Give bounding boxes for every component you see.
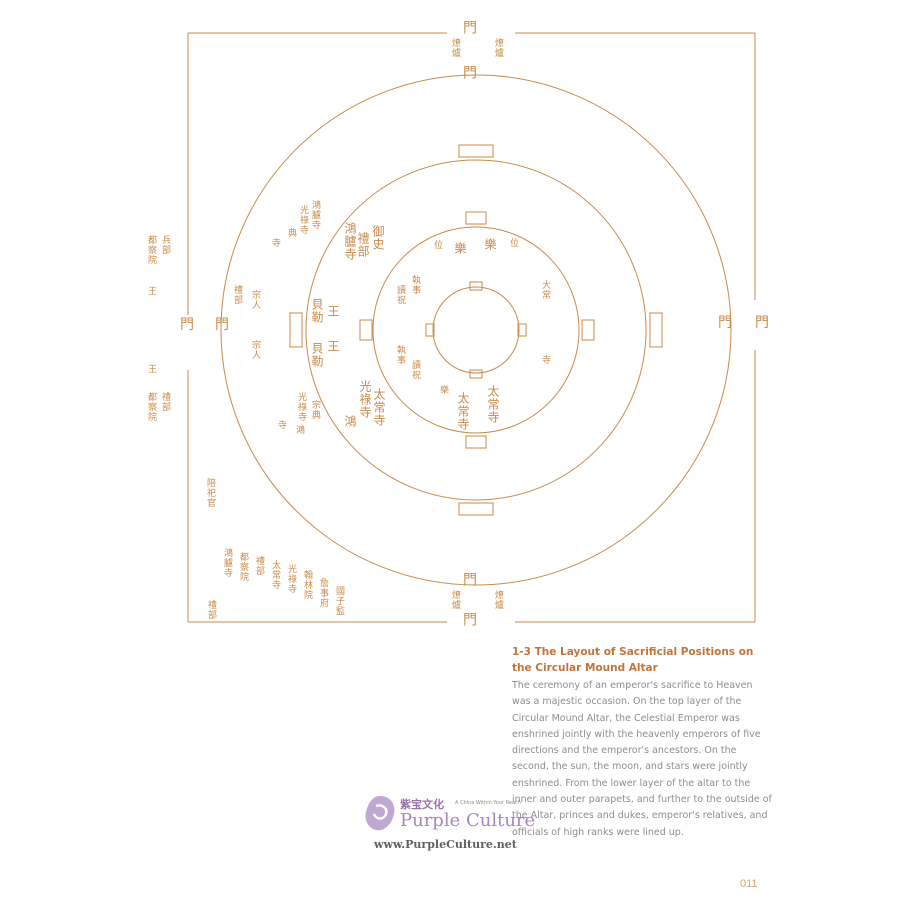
gate-south: 門 [461, 612, 477, 628]
tablet-ring4-w-2: 執事 [410, 275, 420, 295]
stair-south-3 [465, 435, 487, 449]
tablet-ring2-w-3: 宗人 [250, 340, 260, 360]
lower-terrace-ring [372, 226, 580, 434]
figure-caption: 1-3 The Layout of Sacrificial Positions … [512, 644, 772, 841]
tablet-ring3-sw-1: 光祿寺 [358, 380, 372, 419]
tablet-ring4-w-4: 讀祝 [410, 360, 420, 380]
tablet-top-right: 燎爐 [493, 38, 503, 58]
tablet-sw-group-8: 詹事府 [318, 578, 328, 608]
tablet-ring3-sw-3: 鴻 [343, 415, 357, 428]
tablet-sw-group-3: 都察院 [238, 552, 248, 582]
tablet-ring3-nw-3: 御史 [371, 225, 385, 251]
tablet-ring4-n-1: 位 [432, 240, 442, 250]
tablet-ring3-sw-2: 太常寺 [372, 388, 386, 427]
tablet-west-outer-2: 兵部 [160, 235, 170, 255]
tablet-ring2-sw-4: 鴻 [294, 425, 304, 435]
stair-south-2 [458, 502, 494, 516]
stair-west-2 [289, 312, 303, 348]
tablet-ring4-s-1: 太常寺 [456, 392, 470, 431]
gate-east: 門 [755, 315, 771, 331]
stair-west-3 [359, 319, 373, 341]
tablet-ring2-sw-3: 寺 [276, 420, 286, 430]
tablet-sw-group-4: 禮部 [254, 556, 264, 576]
tablet-west-outer-6: 禮部 [160, 392, 170, 412]
tablet-ring3-w-3: 王 [326, 340, 340, 353]
tablet-ring2-nw-4: 寺 [270, 238, 280, 248]
gate-west-inner: 門 [215, 317, 231, 333]
watermark-url: www.PurpleCulture.net [374, 838, 517, 851]
tablet-ring3-nw-2: 禮部 [356, 232, 370, 258]
tablet-ring2-nw-2: 光祿寺 [298, 205, 308, 235]
tablet-sw-group-6: 光祿寺 [286, 564, 296, 594]
tablet-sw-group-5: 太常寺 [270, 560, 280, 590]
tablet-ring2-sw-1: 光祿寺 [296, 392, 306, 422]
tablet-ring4-w-3: 執事 [395, 345, 405, 365]
tablet-ring4-n-3: 樂 [483, 238, 497, 251]
tablet-ring3-w-1: 貝勒 [310, 298, 324, 324]
outer-wall-ring [220, 74, 732, 586]
tablet-ring2-nw-3: 典 [286, 228, 296, 238]
tablet-ring4-e-1: 大常 [540, 280, 550, 300]
watermark-chinese: 紫宝文化 [400, 798, 444, 811]
tablet-sw-group-9: 國子監 [334, 586, 344, 616]
tablet-sw-group-10: 禮部 [206, 600, 216, 620]
purple-culture-watermark: 紫宝文化 A China Within Your Reach Purple Cu… [360, 792, 560, 862]
tablet-ring3-w-4: 貝勒 [310, 342, 324, 368]
tablet-sw-group-7: 翰林院 [302, 570, 312, 600]
tablet-ring2-w-2: 宗人 [250, 290, 260, 310]
gate-south-inner: 門 [461, 572, 477, 588]
stair-south-4 [469, 369, 483, 379]
tablet-west-outer-1: 都察院 [146, 235, 156, 265]
stair-north-3 [465, 211, 487, 225]
tablet-sw-group-1: 陪祀官 [205, 478, 215, 508]
watermark-tagline: A China Within Your Reach [455, 800, 521, 806]
tablet-bottom-left: 燎爐 [450, 590, 460, 610]
tablet-ring4-s-2: 樂 [438, 385, 448, 395]
tablet-ring2-w-1: 禮部 [232, 285, 242, 305]
caption-title: 1-3 The Layout of Sacrificial Positions … [512, 646, 754, 674]
tablet-west-outer-5: 都察院 [146, 392, 156, 422]
gate-west: 門 [180, 317, 196, 333]
caption-body: The ceremony of an emperor's sacrifice t… [512, 680, 772, 838]
tablet-sw-group-2: 鴻臚寺 [222, 548, 232, 578]
purple-culture-logo-icon [365, 796, 395, 831]
stair-east-2 [649, 312, 663, 348]
tablet-west-outer-4: 王 [146, 364, 156, 374]
tablet-top-left: 燎爐 [450, 38, 460, 58]
tablet-bottom-right: 燎爐 [493, 590, 503, 610]
gate-north: 門 [461, 20, 477, 36]
tablet-ring4-e-2: 寺 [540, 355, 550, 365]
stair-east-3 [581, 319, 595, 341]
tablet-ring4-n-2: 樂 [453, 242, 467, 255]
tablet-ring4-n-4: 位 [508, 238, 518, 248]
tablet-west-outer-3: 王 [146, 286, 156, 296]
top-terrace-ring [432, 286, 520, 374]
tablet-ring4-w-1: 讀祝 [395, 285, 405, 305]
gate-east-inner: 門 [718, 315, 734, 331]
stair-north-4 [469, 281, 483, 291]
stair-north-2 [458, 144, 494, 158]
stair-west-4 [425, 323, 435, 337]
gate-north-inner: 門 [461, 65, 477, 81]
stair-east-4 [517, 323, 527, 337]
inner-wall-ring [305, 159, 647, 501]
tablet-ring4-s-3: 太常寺 [486, 385, 500, 424]
tablet-ring2-nw-1: 鴻臚寺 [310, 200, 320, 230]
tablet-ring3-w-2: 王 [326, 305, 340, 318]
tablet-ring3-nw-1: 鴻臚寺 [343, 222, 357, 261]
tablet-ring2-sw-2: 宗典 [310, 400, 320, 420]
watermark-name: Purple Culture [400, 810, 536, 831]
page-number: 011 [740, 878, 758, 890]
